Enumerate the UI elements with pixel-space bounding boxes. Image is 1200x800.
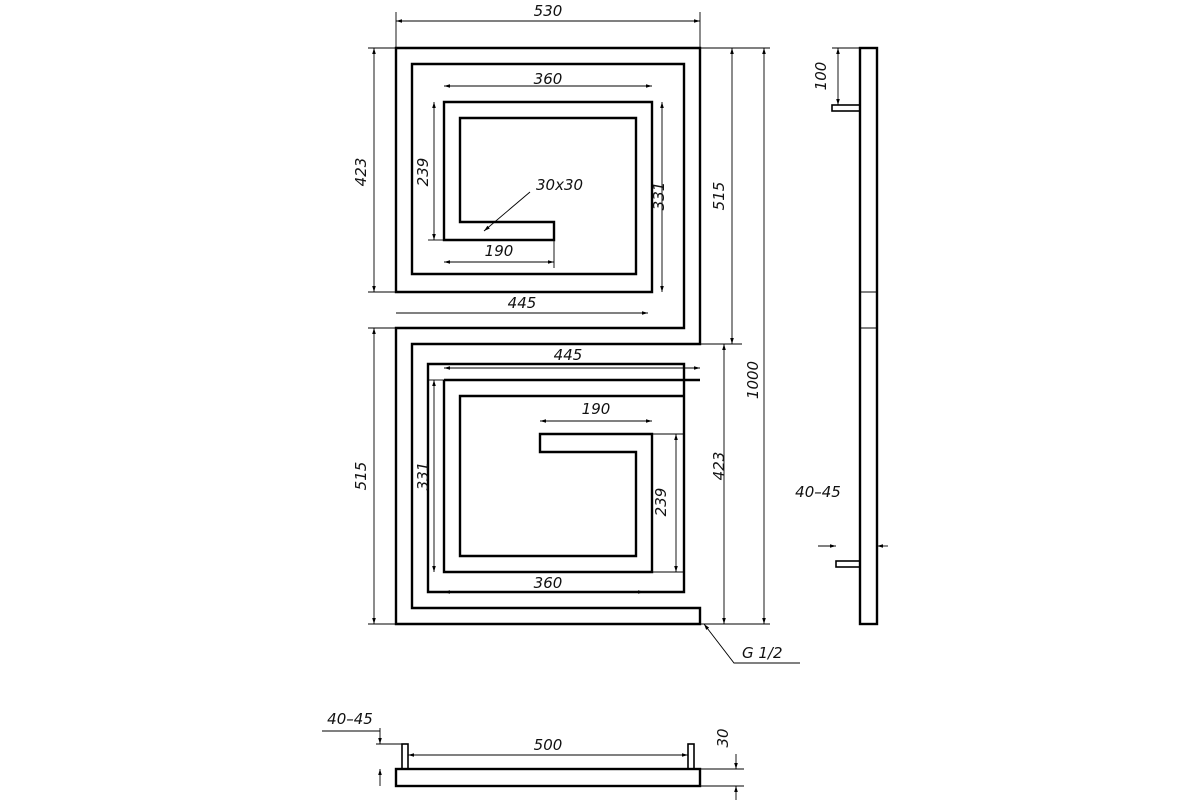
front-view-dimensions: 530 423 360 239 30x30 331 190 445 515 <box>352 2 800 664</box>
dim-top-tail-width: 190 <box>485 242 514 260</box>
outer-tube-contour <box>394 46 702 626</box>
dim-side-wall-gap: 40–45 <box>795 483 841 501</box>
dim-bottom-wall-gap: 40–45 <box>327 710 373 728</box>
dim-top-inner-height: 331 <box>650 182 668 211</box>
bottom-left-connector <box>401 743 409 770</box>
side-top-connector <box>831 104 861 112</box>
dim-right-upper-height: 515 <box>710 182 728 211</box>
dim-top-tail-height: 239 <box>414 158 432 187</box>
bottom-right-connector <box>687 743 695 770</box>
dim-side-top-offset: 100 <box>812 62 830 91</box>
dim-profile-depth: 30 <box>714 728 732 747</box>
dim-bottom-inner-width: 360 <box>534 574 563 592</box>
side-view: 100 40–45 <box>795 46 888 626</box>
dim-overall-width: 530 <box>534 2 563 20</box>
dim-bottom-inner-height: 331 <box>414 462 432 491</box>
dim-thread: G 1/2 <box>742 644 783 662</box>
bottom-profile-bar <box>394 767 702 788</box>
dim-top-bottom-run: 445 <box>508 294 537 312</box>
dim-left-lower-height: 515 <box>352 462 370 491</box>
dim-overall-height: 1000 <box>744 361 762 399</box>
dim-top-inner-width: 360 <box>534 70 563 88</box>
lower-spiral-contour <box>442 378 700 574</box>
inner-tube-contour <box>426 362 686 594</box>
bottom-view: 40–45 500 30 <box>322 710 744 800</box>
dim-profile-section: 30x30 <box>536 176 583 194</box>
front-view-outline <box>394 46 702 626</box>
dim-bottom-tail-height: 239 <box>652 488 670 517</box>
dim-bottom-top-run: 445 <box>554 346 583 364</box>
side-profile-bar <box>858 46 879 626</box>
dim-connection-spacing: 500 <box>534 736 563 754</box>
side-bottom-connector <box>835 560 861 568</box>
dim-bottom-tail-width: 190 <box>582 400 611 418</box>
dim-top-section-height: 423 <box>352 158 370 187</box>
dim-bottom-right-height: 423 <box>710 452 728 481</box>
